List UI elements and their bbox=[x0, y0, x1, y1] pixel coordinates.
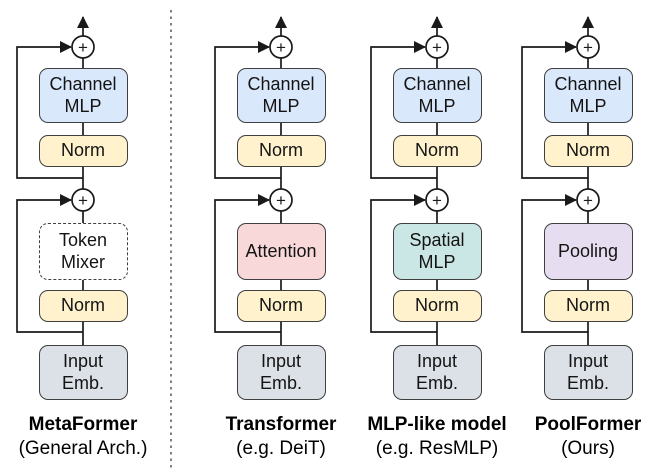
residual-arrow-icon bbox=[521, 41, 588, 179]
plus-glyph: + bbox=[583, 38, 593, 57]
column-subtitle: (General Arch.) bbox=[18, 438, 148, 459]
block-norm-bottom: Norm bbox=[543, 290, 633, 322]
block-attention: Attention bbox=[236, 223, 326, 280]
residual-arrow-icon bbox=[16, 194, 83, 333]
block-norm-bottom: Norm bbox=[236, 290, 326, 322]
add-icon bbox=[576, 35, 600, 59]
add-icon bbox=[269, 188, 293, 212]
residual-arrow-icon bbox=[370, 41, 437, 179]
plus-glyph: + bbox=[78, 191, 88, 210]
block-input-embedding: Input Emb. bbox=[392, 345, 482, 400]
block-norm-top: Norm bbox=[236, 135, 326, 167]
plus-glyph: + bbox=[432, 191, 442, 210]
add-icon bbox=[71, 35, 95, 59]
column-title: MetaFormer bbox=[28, 414, 138, 435]
add-icon bbox=[269, 35, 293, 59]
add-icon bbox=[576, 188, 600, 212]
block-channel-mlp: Channel MLP bbox=[236, 68, 326, 123]
plus-glyph: + bbox=[583, 191, 593, 210]
add-icon bbox=[425, 35, 449, 59]
flow-lines-mlp-like-model: + + bbox=[370, 16, 449, 345]
block-norm-bottom: Norm bbox=[392, 290, 482, 322]
block-norm-bottom: Norm bbox=[38, 290, 128, 322]
residual-arrow-icon bbox=[214, 41, 281, 179]
residual-arrow-icon bbox=[16, 41, 83, 179]
column-subtitle: (Ours) bbox=[561, 438, 615, 459]
add-icon bbox=[425, 188, 449, 212]
plus-glyph: + bbox=[276, 38, 286, 57]
residual-arrow-icon bbox=[214, 194, 281, 333]
block-pooling: Pooling bbox=[543, 223, 633, 280]
flow-lines-poolformer: + + bbox=[521, 16, 600, 345]
block-norm-top: Norm bbox=[392, 135, 482, 167]
column-title: Transformer bbox=[225, 414, 337, 435]
block-spatial-mlp: Spatial MLP bbox=[392, 223, 482, 280]
column-title: PoolFormer bbox=[534, 414, 642, 435]
block-token-mixer: Token Mixer bbox=[38, 223, 128, 280]
add-icon bbox=[71, 188, 95, 212]
column-subtitle: (e.g. ResMLP) bbox=[375, 438, 499, 459]
block-norm-top: Norm bbox=[543, 135, 633, 167]
block-input-embedding: Input Emb. bbox=[38, 345, 128, 400]
block-input-embedding: Input Emb. bbox=[543, 345, 633, 400]
column-subtitle: (e.g. DeiT) bbox=[236, 438, 326, 459]
block-channel-mlp: Channel MLP bbox=[543, 68, 633, 123]
plus-glyph: + bbox=[78, 38, 88, 57]
block-input-embedding: Input Emb. bbox=[236, 345, 326, 400]
residual-arrow-icon bbox=[370, 194, 437, 333]
residual-arrow-icon bbox=[521, 194, 588, 333]
plus-glyph: + bbox=[432, 38, 442, 57]
plus-glyph: + bbox=[276, 191, 286, 210]
flow-lines-metaformer: + + bbox=[16, 16, 95, 345]
block-channel-mlp: Channel MLP bbox=[38, 68, 128, 123]
block-norm-top: Norm bbox=[38, 135, 128, 167]
flow-lines-transformer: + + bbox=[214, 16, 293, 345]
column-title: MLP-like model bbox=[367, 414, 507, 435]
block-channel-mlp: Channel MLP bbox=[392, 68, 482, 123]
